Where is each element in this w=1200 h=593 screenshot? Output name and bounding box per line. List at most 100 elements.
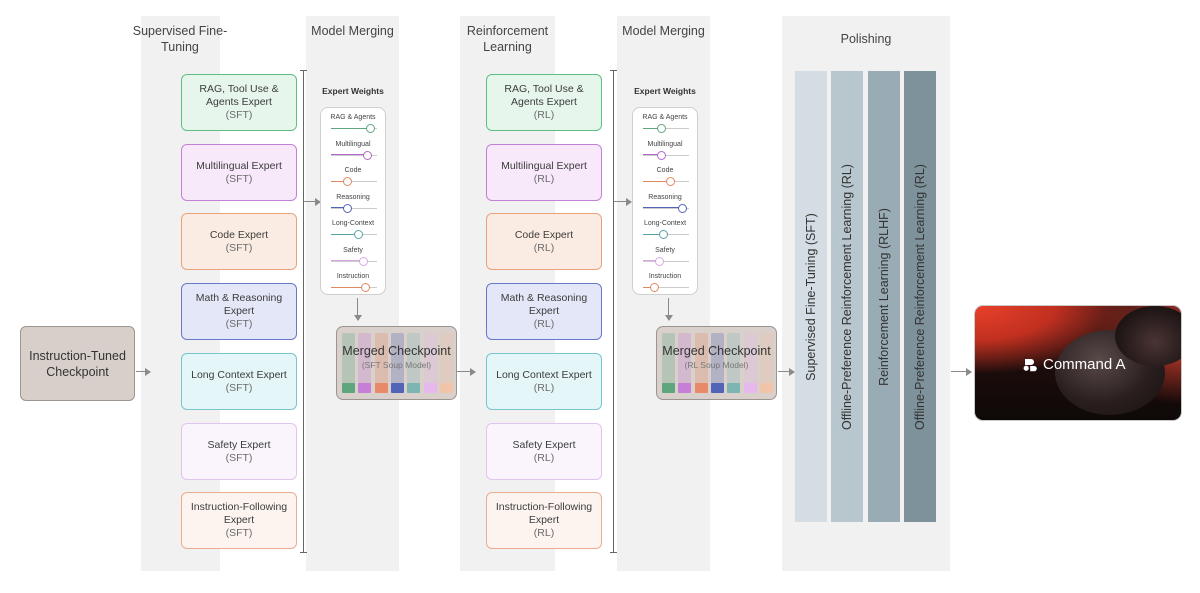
merged-stripe xyxy=(759,333,773,393)
expert-tag: (RL) xyxy=(533,172,555,185)
merged2-title: Merged Checkpoint xyxy=(662,344,771,358)
merged-stripe xyxy=(390,333,404,393)
expert-tag: (RL) xyxy=(533,109,555,121)
expert-tag: (SFT) xyxy=(225,172,253,185)
expert-name: Math & Reasoning Expert xyxy=(195,292,283,317)
arrow-rl-to-weights xyxy=(614,197,632,206)
merged-color-chip xyxy=(423,383,437,393)
polishing-stage-offline-rl-2: Offline-Preference Reinforcement Learnin… xyxy=(904,71,936,522)
weight-track xyxy=(331,154,377,156)
arrow-start-to-sft xyxy=(136,367,151,376)
expert-tag: (SFT) xyxy=(225,381,253,394)
merge2-weights-title: Expert Weights xyxy=(634,86,696,96)
arrow-merged1-to-rl xyxy=(457,367,476,376)
expert-tag: (RL) xyxy=(533,381,555,394)
weight-label: Multilingual xyxy=(335,140,371,148)
weight-knob xyxy=(342,177,352,186)
merge1-weights-title: Expert Weights xyxy=(322,86,384,96)
weight-track xyxy=(331,234,377,235)
weight-track xyxy=(643,181,689,182)
rl-expert-2: Code Expert(RL) xyxy=(486,213,602,270)
expert-tag: (SFT) xyxy=(225,241,253,254)
weight-label: Instruction xyxy=(336,273,370,280)
arrow-merged2-to-polishing xyxy=(778,367,795,376)
weight-fill xyxy=(331,233,359,235)
weight-label: Long-Context xyxy=(331,220,375,227)
expert-name: Safety Expert xyxy=(207,438,271,451)
merged-stripe xyxy=(694,333,708,393)
polishing-title: Polishing xyxy=(840,32,892,46)
decorative-shape xyxy=(1115,306,1181,366)
arrow-polishing-to-final xyxy=(951,367,972,376)
merged-color-chip xyxy=(727,383,741,393)
weight-knob xyxy=(650,283,659,292)
merged1-subtitle: (SFT Soup Model) xyxy=(361,360,432,370)
expert-tag: (SFT) xyxy=(225,318,253,330)
merge1-title: Model Merging xyxy=(311,24,394,38)
merged-color-chip xyxy=(710,383,724,393)
expert-name: Multilingual Expert xyxy=(196,159,282,172)
weight-knob xyxy=(363,150,373,160)
expert-name: RAG, Tool Use & Agents Expert xyxy=(199,83,279,108)
command-a-text: Command A xyxy=(1043,356,1126,373)
merged-color-chip xyxy=(759,383,773,393)
weight-knob xyxy=(654,256,664,266)
polishing-stage-sft: Supervised Fine-Tuning (SFT) xyxy=(795,71,827,522)
merged-color-chip xyxy=(662,383,675,393)
expert-tag: (SFT) xyxy=(225,451,253,464)
weight-label: Multilingual xyxy=(647,140,683,148)
sft-expert-6: Instruction-Following Expert(SFT) xyxy=(181,492,297,549)
weight-label: Reasoning xyxy=(648,193,682,201)
merged-color-chip xyxy=(743,383,757,393)
weight-row-2: Code xyxy=(633,166,697,190)
weight-row-0: RAG & Agents xyxy=(321,113,385,137)
weight-label: Code xyxy=(656,167,674,174)
weight-label: Code xyxy=(344,167,362,174)
weight-knob xyxy=(354,230,364,239)
merged-color-chip xyxy=(358,383,372,393)
instruction-tuned-checkpoint: Instruction-Tuned Checkpoint xyxy=(20,326,135,401)
expert-tag: (SFT) xyxy=(225,527,253,539)
merged-color-chip xyxy=(678,383,692,393)
merged-stripe xyxy=(710,333,724,393)
polishing-stage-label: Supervised Fine-Tuning (SFT) xyxy=(804,212,818,381)
expert-name: Math & Reasoning Expert xyxy=(500,292,588,317)
arrow-weights1-to-merged xyxy=(353,298,362,321)
weight-knob xyxy=(358,256,368,266)
weight-fill xyxy=(331,180,348,182)
command-a-model-card: Command A xyxy=(974,305,1182,421)
weight-track xyxy=(331,287,377,288)
weight-row-5: Safety xyxy=(321,246,385,270)
rl-expert-5: Safety Expert(RL) xyxy=(486,423,602,480)
weight-track xyxy=(331,128,377,129)
merged-stripe xyxy=(743,333,757,393)
expert-name: Multilingual Expert xyxy=(501,159,587,172)
weight-row-3: Reasoning xyxy=(633,193,697,217)
expert-name: Long Context Expert xyxy=(496,368,592,381)
weight-knob xyxy=(365,124,375,133)
merged-stripe xyxy=(342,333,355,393)
expert-name: Code Expert xyxy=(209,228,269,241)
expert-tag: (RL) xyxy=(533,451,555,464)
weight-fill xyxy=(643,233,664,235)
sft-expert-2: Code Expert(SFT) xyxy=(181,213,297,270)
weight-track xyxy=(643,154,689,156)
weight-knob xyxy=(342,203,352,213)
weight-row-4: Long-Context xyxy=(321,219,385,243)
merged2-subtitle: (RL Soup Model) xyxy=(684,360,749,370)
sft-expert-4: Long Context Expert(SFT) xyxy=(181,353,297,410)
sft-expert-5: Safety Expert(SFT) xyxy=(181,423,297,480)
command-a-label: Command A xyxy=(1023,356,1126,373)
merged-color-chip xyxy=(390,383,404,393)
merged-stripe xyxy=(727,333,741,393)
weight-row-6: Instruction xyxy=(633,272,697,296)
rl-expert-0: RAG, Tool Use & Agents Expert(RL) xyxy=(486,74,602,131)
weight-knob xyxy=(656,150,666,160)
expert-name: Safety Expert xyxy=(512,438,576,451)
merged-checkpoint-sft: Merged Checkpoint (SFT Soup Model) xyxy=(336,326,457,400)
weight-fill xyxy=(643,127,662,129)
merged-color-chip xyxy=(407,383,421,393)
merged-color-chip xyxy=(439,383,453,393)
